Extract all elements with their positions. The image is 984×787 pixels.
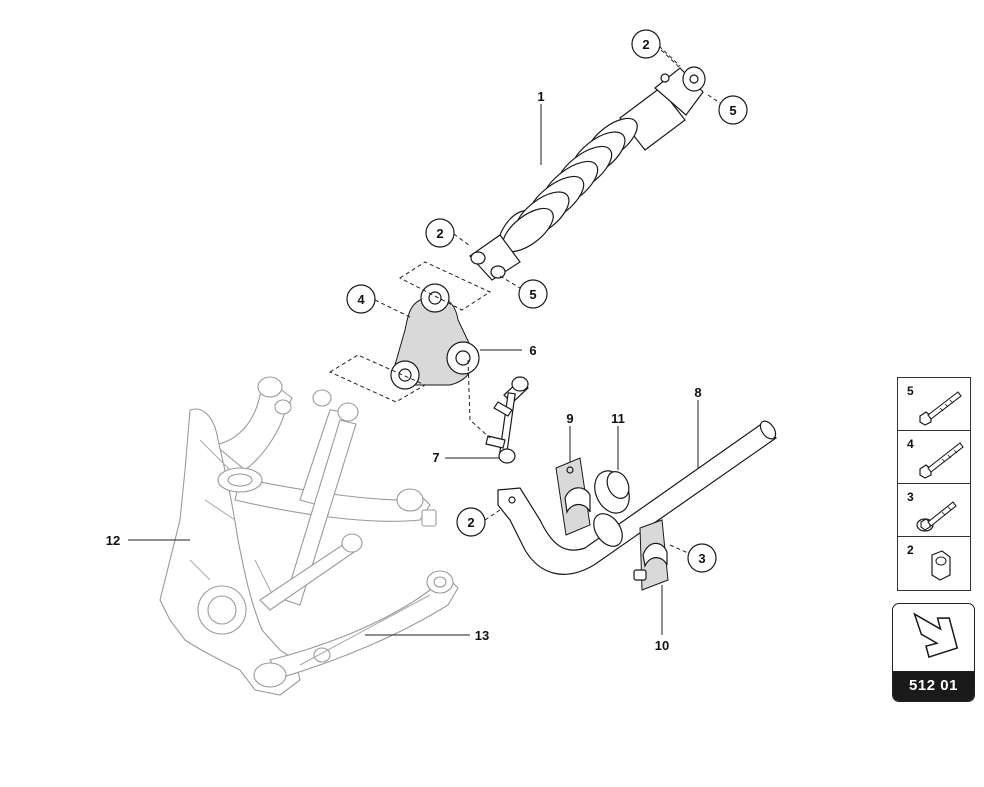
callout-5-top: 5 — [718, 95, 748, 125]
assembly-dashes — [328, 44, 681, 439]
bolt-with-washer-icon — [916, 501, 957, 532]
bolt-icon — [919, 391, 962, 426]
legend-item-2: 2 — [898, 537, 970, 590]
part-number-10: 10 — [655, 638, 669, 653]
legend-number: 4 — [907, 437, 914, 451]
part-number-6: 6 — [529, 343, 536, 358]
part-number-7: 7 — [432, 450, 439, 465]
shock-absorber — [469, 66, 706, 281]
svg-text:2: 2 — [436, 226, 443, 241]
lower-clamp — [633, 519, 669, 591]
arrow-icon — [913, 612, 959, 659]
coil-spring — [499, 117, 638, 253]
svg-text:5: 5 — [729, 103, 736, 118]
callout-2-bottom: 2 — [456, 507, 486, 537]
legend-number: 2 — [907, 543, 914, 557]
part-number-9: 9 — [566, 411, 573, 426]
hex-nut-icon — [931, 550, 951, 581]
part-number-13: 13 — [475, 628, 489, 643]
stabilizer-link — [485, 376, 529, 464]
callout-2-top: 2 — [631, 29, 661, 59]
callout-5-mid: 5 — [518, 279, 548, 309]
callout-2-mid: 2 — [425, 218, 455, 248]
part-number-11: 11 — [611, 411, 625, 426]
legend-number: 5 — [907, 384, 914, 398]
stabilizer-bushing — [594, 470, 630, 514]
svg-text:4: 4 — [357, 292, 365, 307]
legend-item-4: 4 — [898, 431, 970, 484]
legend-item-3: 3 — [898, 484, 970, 537]
svg-text:5: 5 — [529, 287, 536, 302]
bolt-icon — [919, 442, 964, 479]
hardware-legend: 5 4 3 2 — [897, 377, 971, 591]
stabilizer-bar — [497, 420, 777, 575]
knuckle-and-arms-ghost — [159, 376, 459, 696]
part-number-1: 1 — [537, 89, 544, 104]
legend-number: 3 — [907, 490, 914, 504]
callout-4: 4 — [346, 284, 376, 314]
svg-text:2: 2 — [467, 515, 474, 530]
rocker-arm — [390, 283, 480, 390]
legend-item-5: 5 — [898, 378, 970, 431]
callout-3: 3 — [687, 543, 717, 573]
part-number-12: 12 — [106, 533, 120, 548]
leader-lines — [128, 45, 721, 636]
part-number-8: 8 — [694, 385, 701, 400]
reference-label: 512 01 — [893, 671, 974, 701]
svg-text:3: 3 — [698, 551, 705, 566]
svg-text:2: 2 — [642, 37, 649, 52]
page-reference-tag[interactable]: 512 01 — [892, 603, 975, 702]
upper-clamp-bracket — [555, 457, 591, 536]
